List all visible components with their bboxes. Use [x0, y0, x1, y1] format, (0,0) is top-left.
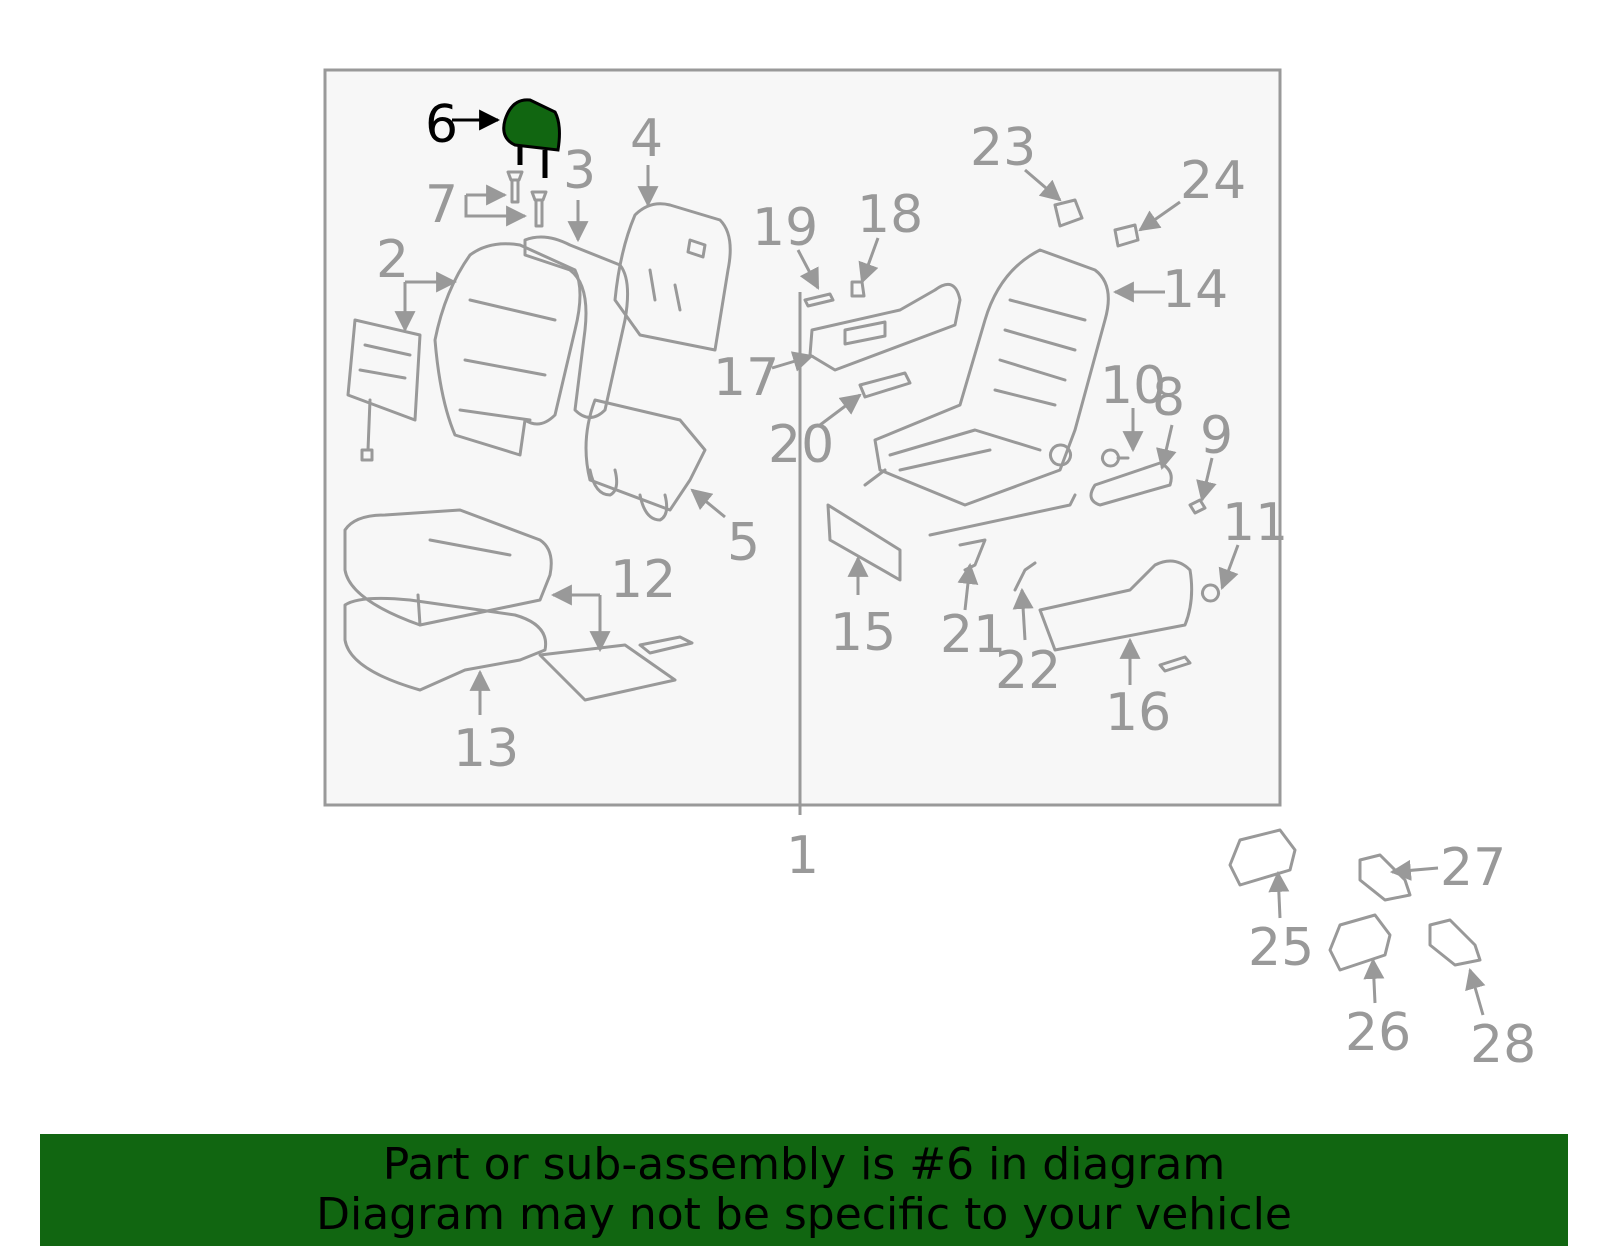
seatback-bracket-part-5	[584, 398, 707, 522]
callout-20: 20	[768, 415, 834, 475]
switch-part-20	[858, 371, 912, 399]
callout-1: 1	[786, 826, 819, 886]
callout-27: 27	[1440, 838, 1506, 898]
side-trim-part-15	[826, 503, 902, 582]
callout-26: 26	[1345, 1003, 1411, 1063]
side-trim-part-17	[808, 282, 962, 372]
info-banner: Part or sub-assembly is #6 in diagram Di…	[40, 1134, 1568, 1246]
headrest-part-6[interactable]	[502, 98, 561, 178]
callout-4: 4	[630, 109, 663, 169]
callout-13: 13	[453, 719, 519, 779]
callout-22: 22	[995, 641, 1061, 701]
callout-16: 16	[1105, 683, 1171, 743]
callout-28: 28	[1470, 1015, 1536, 1075]
callout-19: 19	[752, 198, 818, 258]
cover-part-26	[1328, 913, 1392, 972]
callout-2: 2	[376, 230, 409, 290]
knob-part-19	[803, 292, 835, 308]
callout-24: 24	[1180, 151, 1246, 211]
side-shield-part-16	[1038, 559, 1194, 673]
callout-17: 17	[713, 348, 779, 408]
callout-10: 10	[1100, 356, 1166, 416]
clip-part-23	[1053, 198, 1084, 228]
seatback-pad-part-3	[523, 235, 630, 419]
bracket-part-27	[1358, 853, 1412, 902]
callout-8: 8	[1152, 368, 1185, 428]
callout-14: 14	[1162, 260, 1228, 320]
callout-12: 12	[610, 550, 676, 610]
parts-diagram: 6 7 3 4 2 5 12 13 1 19 18 17 20 15 21 22…	[323, 68, 1536, 1075]
callout-7: 7	[425, 175, 458, 235]
callout-25: 25	[1248, 918, 1314, 978]
callout-21: 21	[940, 605, 1006, 665]
callout-6: 6	[425, 95, 458, 155]
callout-9: 9	[1200, 406, 1233, 466]
bracket-part-28	[1428, 918, 1482, 967]
seat-frame-part-14	[863, 248, 1110, 537]
callout-18: 18	[857, 185, 923, 245]
callout-23: 23	[970, 118, 1036, 178]
callout-5: 5	[727, 513, 760, 573]
wire-part-22	[1013, 561, 1037, 592]
callout-15: 15	[830, 603, 896, 663]
banner-line-1: Part or sub-assembly is #6 in diagram	[382, 1139, 1226, 1190]
nut-part-11	[1201, 583, 1220, 603]
seatback-cover-part-2	[346, 242, 582, 462]
callout-11: 11	[1222, 493, 1288, 553]
headrest-guides-part-7	[506, 170, 548, 228]
clip-part-24	[1113, 223, 1140, 248]
seat-cushion-pad-part-13	[343, 596, 548, 692]
banner-line-2: Diagram may not be specific to your vehi…	[316, 1189, 1292, 1240]
screw-part-10	[1101, 448, 1130, 468]
cover-part-25	[1228, 828, 1297, 887]
callout-3: 3	[563, 141, 596, 201]
